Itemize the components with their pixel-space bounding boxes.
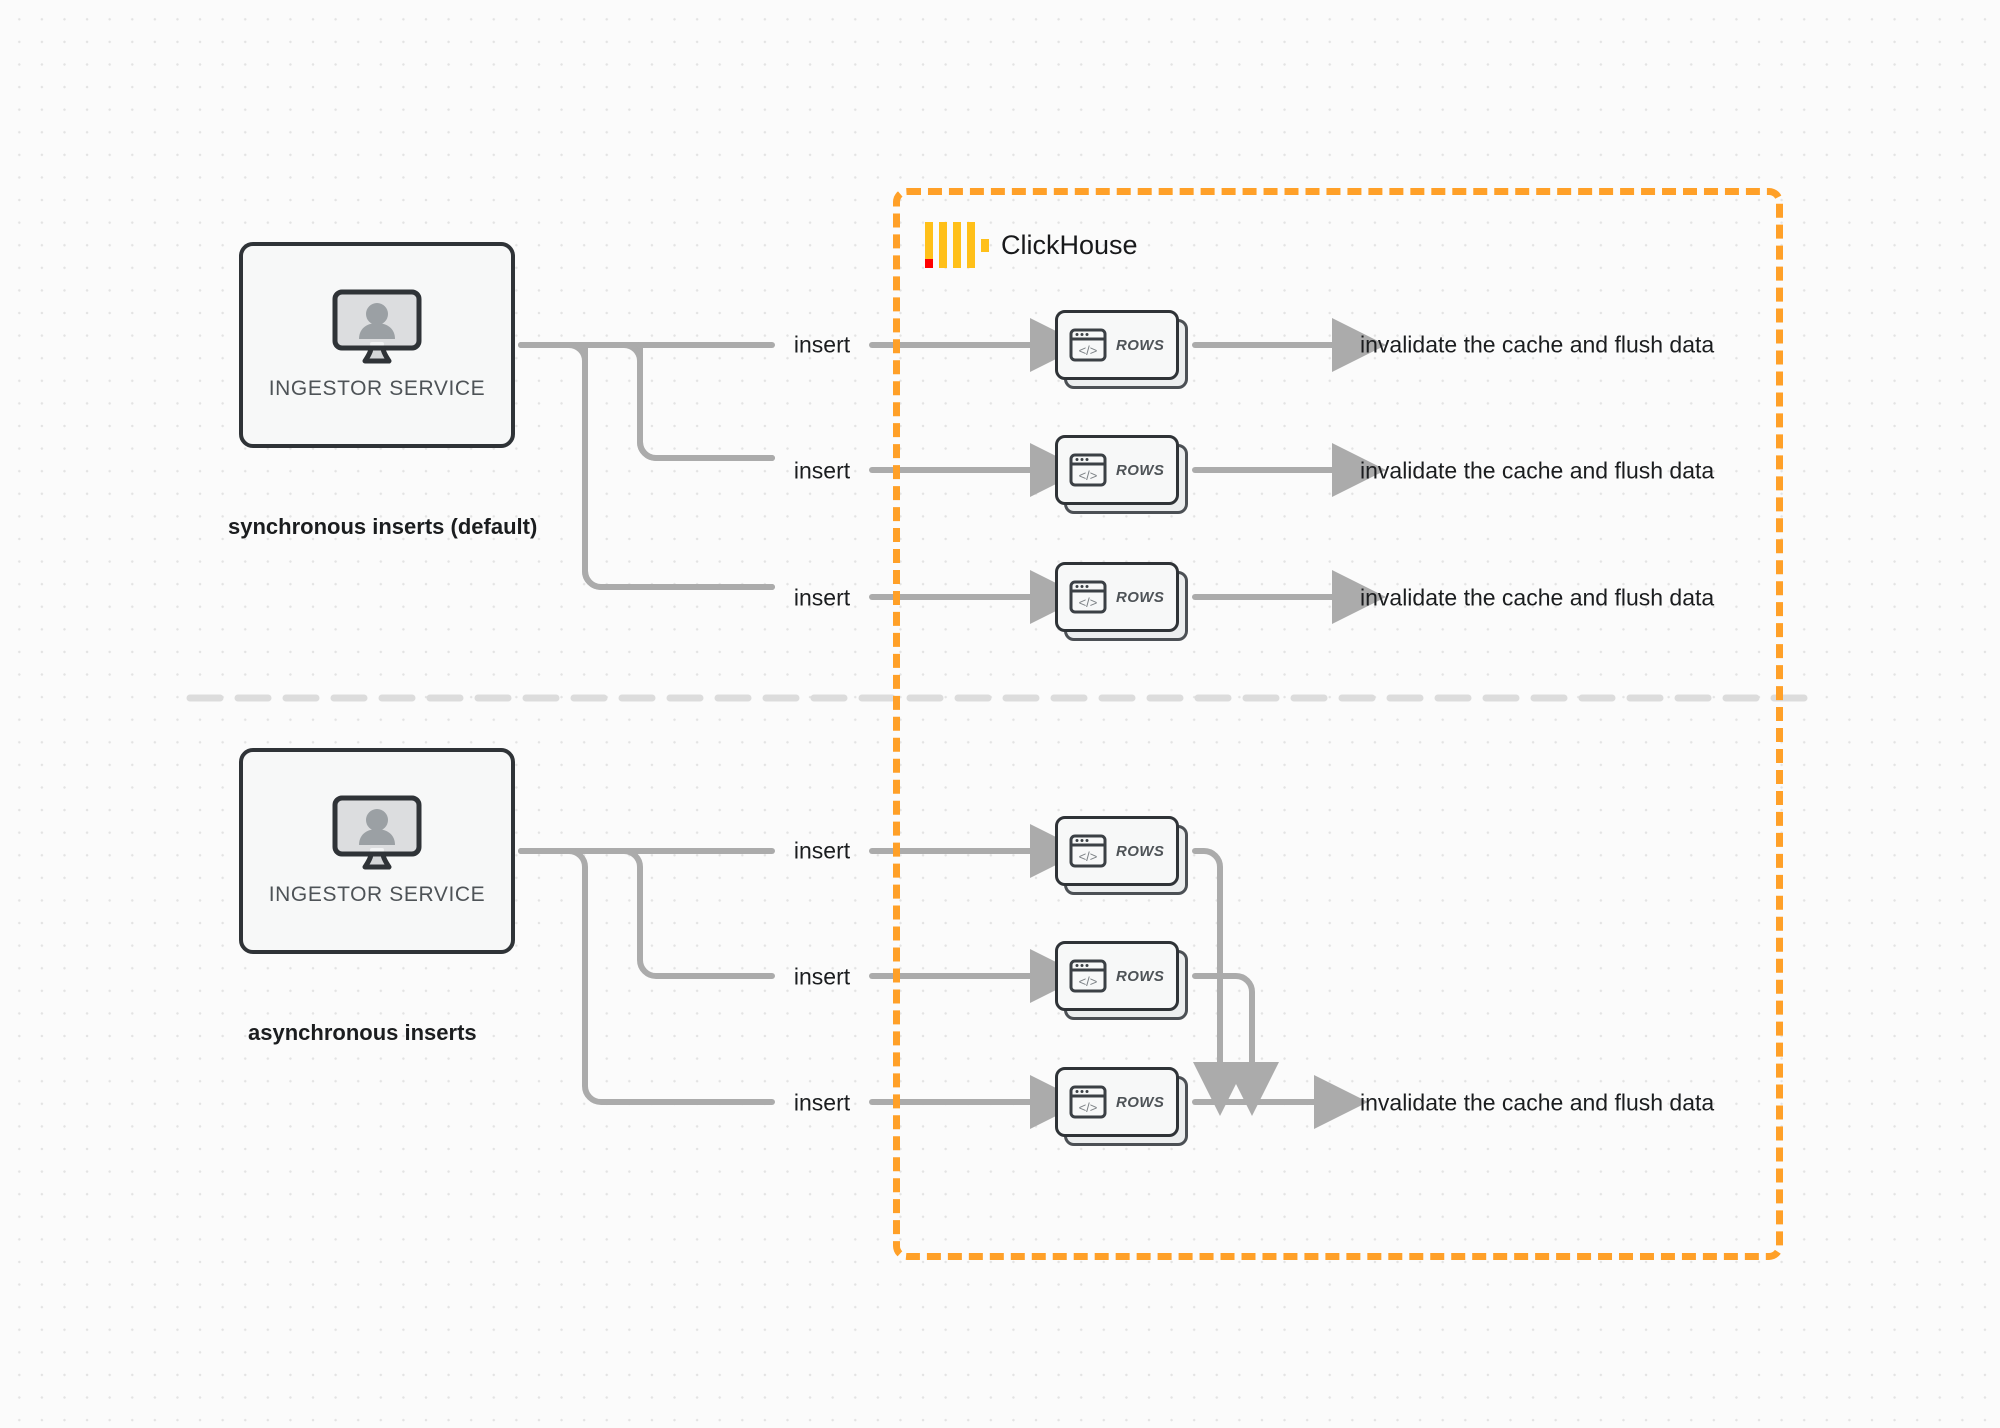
code-window-icon: </> [1069,453,1107,487]
rows-card-front: </> ROWS [1055,562,1179,632]
rows-card-label: ROWS [1116,461,1165,479]
rows-card-label: ROWS [1116,336,1165,354]
rows-card-front: </> ROWS [1055,816,1179,886]
rows-card-async-1[interactable]: </> ROWS [1055,816,1188,895]
monitor-user-icon [332,795,422,870]
code-window-icon: </> [1069,1085,1107,1119]
svg-text:</>: </> [1079,1100,1098,1115]
section-caption-asynchronous: asynchronous inserts [248,1020,477,1045]
code-window-icon: </> [1069,328,1107,362]
rows-card-sync-3[interactable]: </> ROWS [1055,562,1188,641]
result-label-sync-1: invalidate the cache and flush data [1360,331,1715,358]
rows-card-label: ROWS [1116,1093,1165,1111]
sync-branch-elbows [518,342,775,590]
insert-label-sync-2: insert [793,457,851,484]
monitor-user-icon [332,289,422,364]
insert-label-async-1: insert [793,837,851,864]
rows-card-sync-2[interactable]: </> ROWS [1055,435,1188,514]
rows-card-front: </> ROWS [1055,1067,1179,1137]
code-window-icon: </> [1069,959,1107,993]
clickhouse-brand: ClickHouse [925,222,1138,268]
rows-card-async-3[interactable]: </> ROWS [1055,1067,1188,1146]
insert-label-async-3: insert [793,1089,851,1116]
rows-card-label: ROWS [1116,588,1165,606]
svg-text:</>: </> [1079,849,1098,864]
result-label-sync-3: invalidate the cache and flush data [1360,584,1715,611]
rows-card-front: </> ROWS [1055,941,1179,1011]
insert-label-sync-3: insert [793,584,851,611]
rows-card-async-2[interactable]: </> ROWS [1055,941,1188,1020]
code-window-icon: </> [1069,580,1107,614]
rows-card-front: </> ROWS [1055,310,1179,380]
svg-text:</>: </> [1079,595,1098,610]
insert-label-sync-1: insert [793,331,851,358]
ingestor-service-box-async[interactable]: INGESTOR SERVICE [239,748,515,954]
clickhouse-logo-icon [925,222,989,268]
svg-text:</>: </> [1079,974,1098,989]
rows-card-label: ROWS [1116,967,1165,985]
svg-text:</>: </> [1079,468,1098,483]
rows-card-label: ROWS [1116,842,1165,860]
result-label-sync-2: invalidate the cache and flush data [1360,457,1715,484]
insert-label-async-2: insert [793,963,851,990]
clickhouse-title: ClickHouse [1001,229,1138,260]
result-label-async-merged: invalidate the cache and flush data [1360,1089,1715,1116]
ingestor-service-label: INGESTOR SERVICE [268,377,486,400]
ingestor-service-box-sync[interactable]: INGESTOR SERVICE [239,242,515,448]
ingestor-service-label: INGESTOR SERVICE [268,883,486,906]
section-caption-synchronous: synchronous inserts (default) [228,514,538,539]
clickhouse-boundary [893,188,1783,1260]
svg-text:</>: </> [1079,343,1098,358]
rows-card-sync-1[interactable]: </> ROWS [1055,310,1188,389]
rows-card-front: </> ROWS [1055,435,1179,505]
code-window-icon: </> [1069,834,1107,868]
